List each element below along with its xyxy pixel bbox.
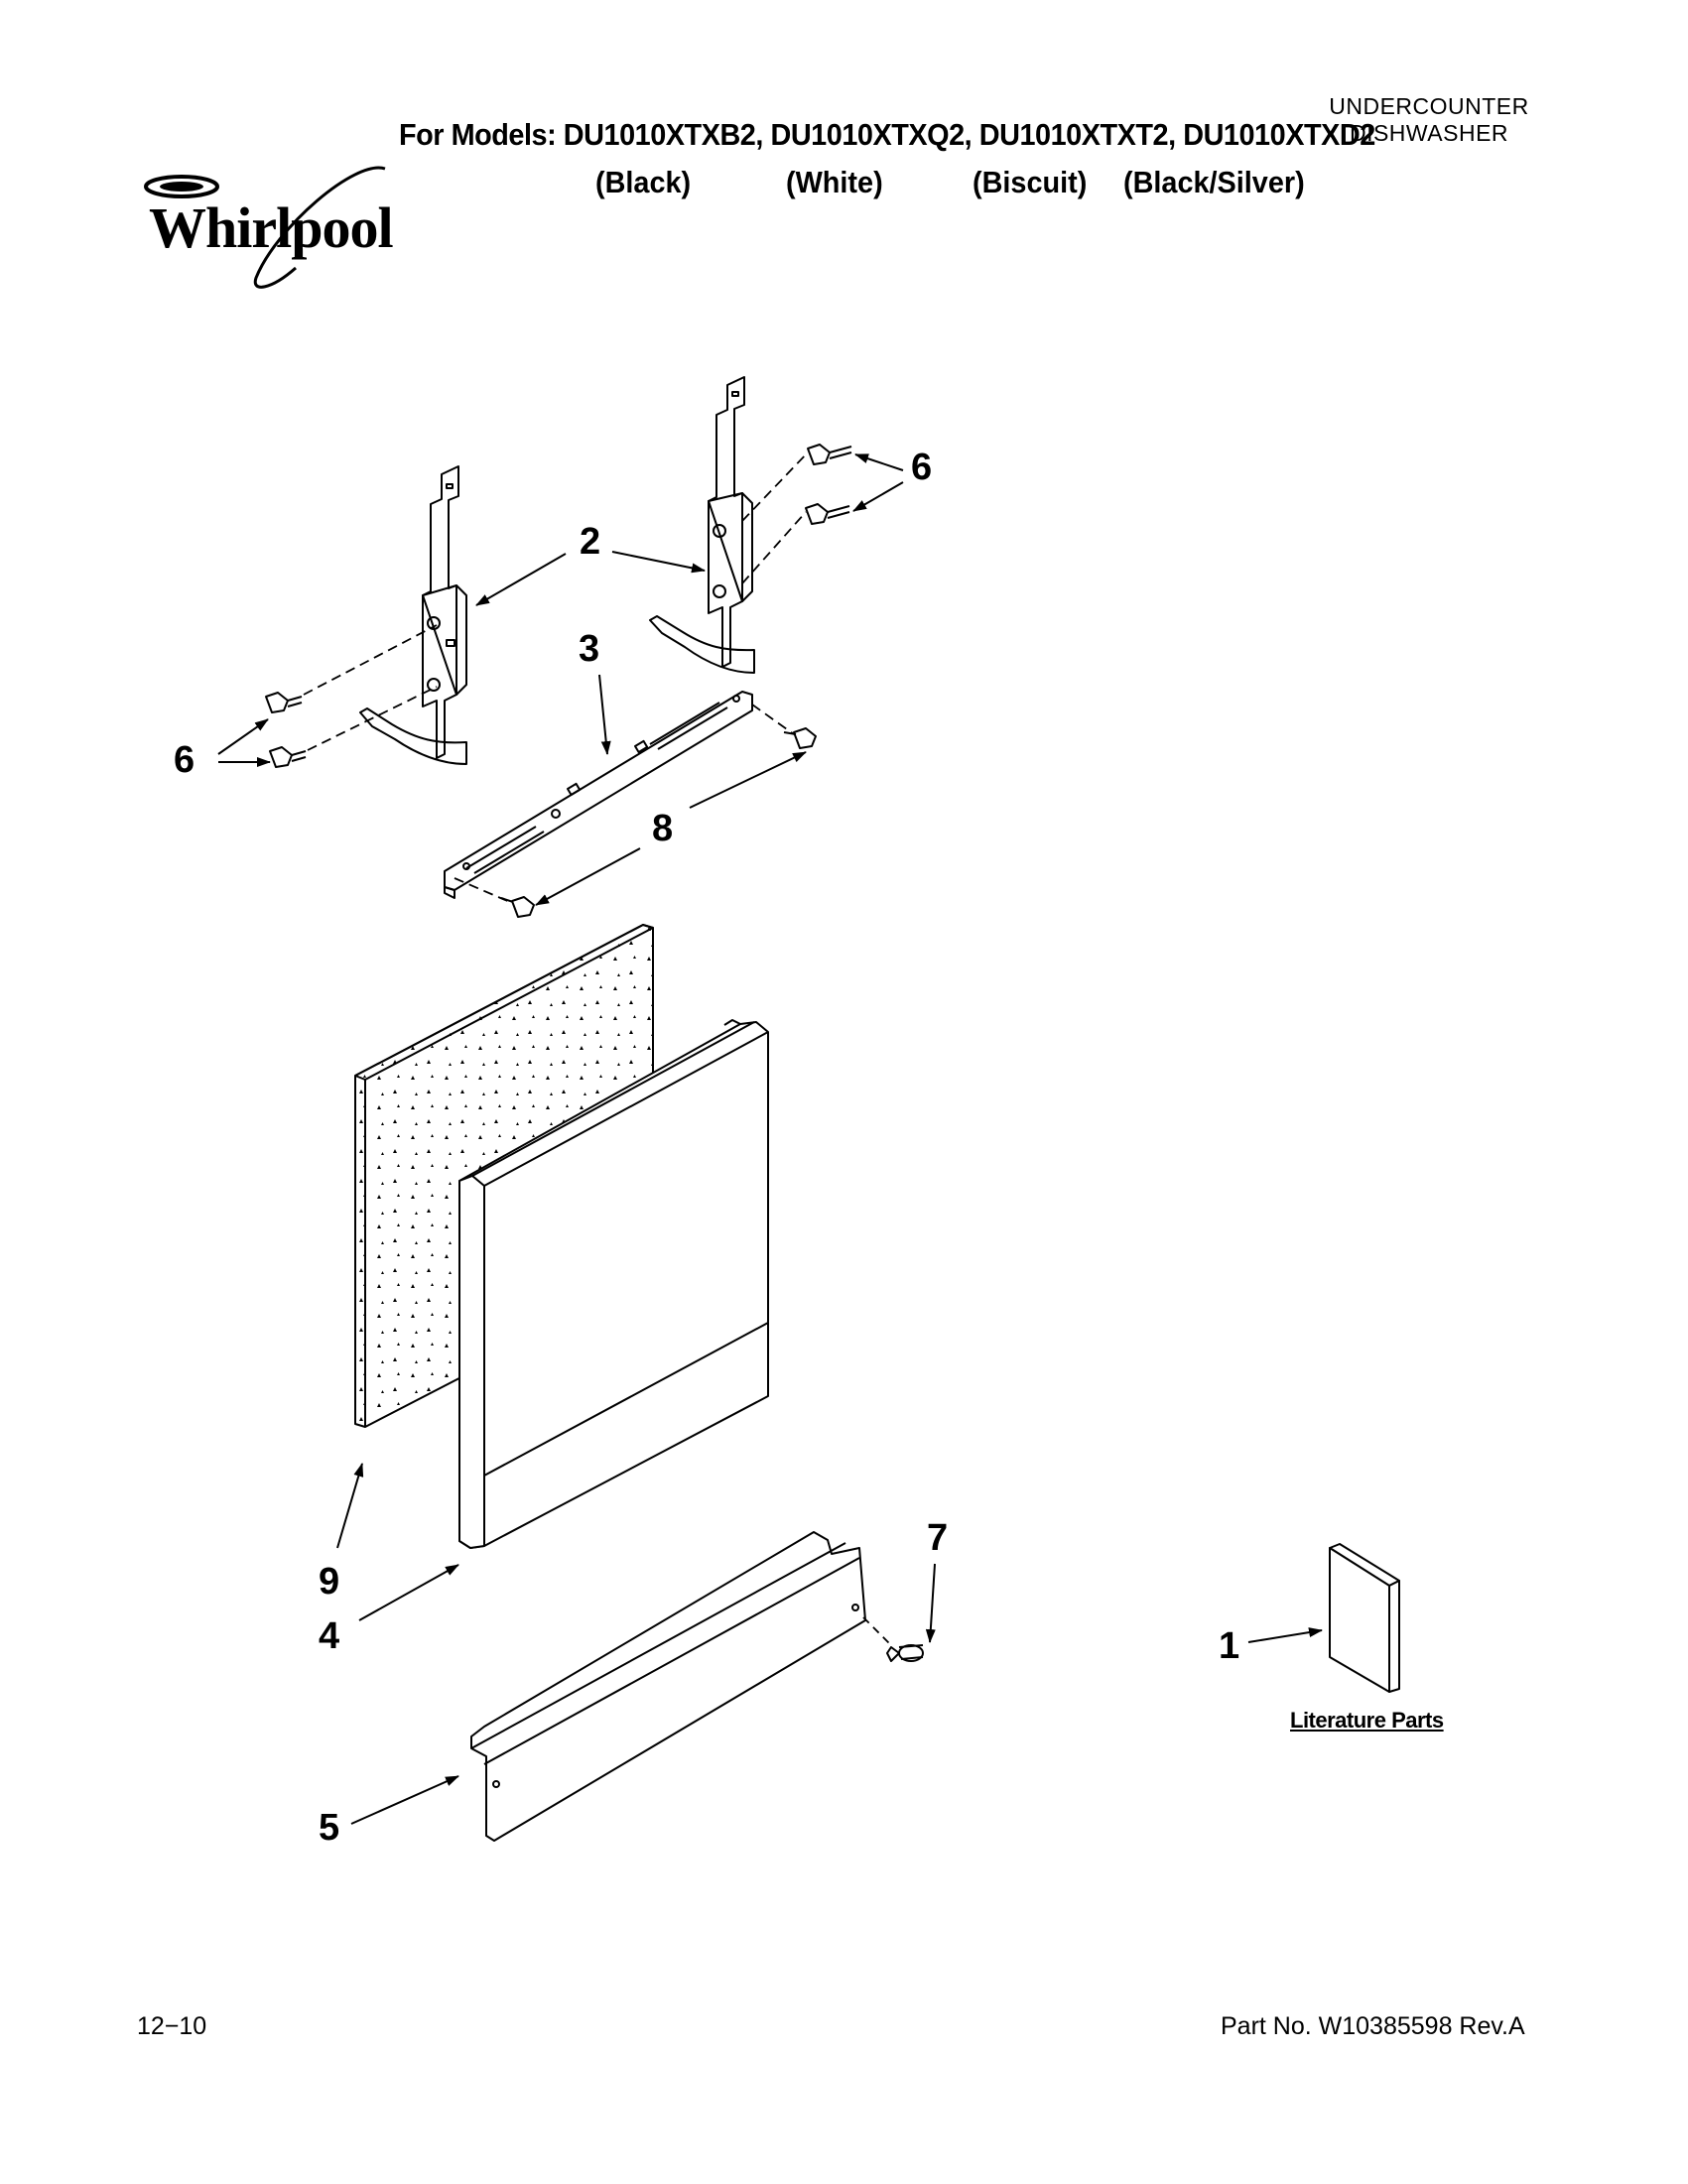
- callout-7: 7: [927, 1517, 949, 1559]
- footer-part-number: Part No. W10385598 Rev.A: [1221, 2012, 1525, 2040]
- product-type-line1: UNDERCOUNTER: [1329, 93, 1529, 119]
- product-type: UNDERCOUNTER DISHWASHER: [1300, 93, 1558, 147]
- screw-6-lower-right: [805, 503, 850, 525]
- callout-6-left: 6: [174, 739, 195, 781]
- screw-7: [886, 1644, 924, 1662]
- literature-booklet: [1329, 1543, 1400, 1693]
- callout-6-right: 6: [911, 447, 933, 488]
- screw-6-upper-left: [265, 692, 303, 713]
- product-type-line2: DISHWASHER: [1349, 120, 1509, 146]
- color-label-black: (Black): [595, 165, 692, 199]
- color-label-biscuit: (Biscuit): [973, 165, 1088, 199]
- door-support-rail: [444, 691, 753, 899]
- leader-5: [350, 1775, 459, 1825]
- toe-kick-panel: [470, 1531, 866, 1842]
- leader-4: [358, 1564, 459, 1621]
- color-label-white: (White): [786, 165, 883, 199]
- callout-2: 2: [580, 521, 601, 563]
- leader-3: [598, 674, 611, 755]
- whirlpool-logo: Whirlpool: [149, 195, 394, 260]
- literature-parts-caption: Literature Parts: [1290, 1708, 1444, 1733]
- callout-5: 5: [319, 1807, 340, 1849]
- leader-8-right: [689, 751, 807, 809]
- screw-8-right: [783, 727, 817, 749]
- screw-6-upper-right: [807, 444, 852, 465]
- outer-door-panel: [458, 1019, 769, 1549]
- callout-3: 3: [579, 628, 600, 670]
- screw-6-lower-left: [269, 746, 307, 768]
- leader-7: [925, 1563, 936, 1643]
- callout-9: 9: [319, 1561, 340, 1603]
- leader-9: [336, 1463, 364, 1549]
- leader-1: [1247, 1627, 1323, 1643]
- leader-2-left: [475, 553, 567, 606]
- models-title: For Models: DU1010XTXB2, DU1010XTXQ2, DU…: [399, 117, 1375, 152]
- leader-8-left: [535, 847, 641, 906]
- footer-date-code: 12−10: [137, 2012, 207, 2040]
- whirlpool-logo-swirl-icon: [144, 166, 386, 289]
- callout-4: 4: [319, 1615, 340, 1657]
- leader-2-right: [611, 551, 706, 574]
- left-door-hinge-bracket: [359, 465, 467, 765]
- leader-6-left-upper: [217, 718, 269, 755]
- right-door-hinge-bracket: [649, 376, 755, 674]
- callout-1: 1: [1219, 1625, 1240, 1667]
- color-label-black-silver: (Black/Silver): [1123, 165, 1305, 199]
- leader-6-upper: [854, 453, 904, 471]
- leader-6-lower: [852, 481, 904, 512]
- callout-8: 8: [652, 808, 674, 849]
